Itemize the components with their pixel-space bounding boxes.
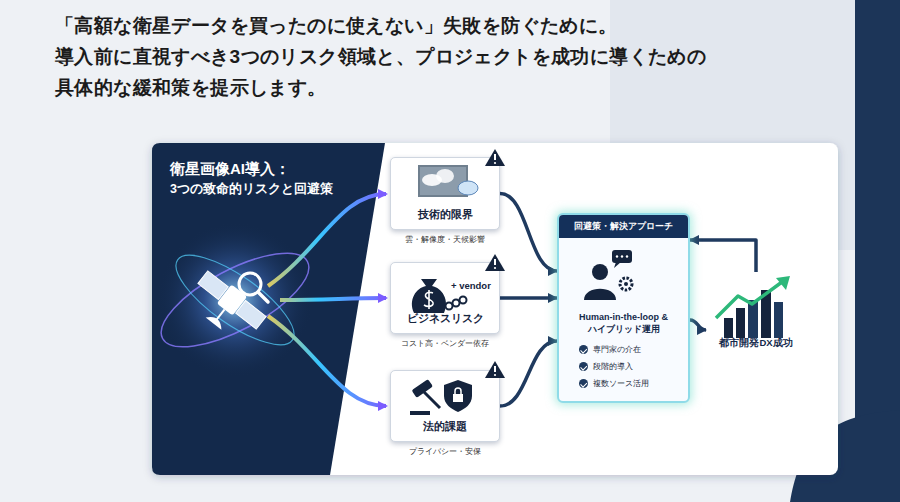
speech-tail	[614, 262, 621, 268]
shield	[444, 380, 472, 412]
gear-hub	[624, 282, 628, 286]
bar	[736, 308, 745, 338]
cloud-image-icon	[418, 165, 478, 197]
risk-box: + vendorビジネスリスクコスト高・ベンダー依存	[390, 262, 500, 334]
connector-arrow	[500, 341, 557, 406]
chain-link	[453, 300, 460, 307]
bar	[761, 290, 771, 338]
growth-chart-icon	[716, 276, 790, 338]
warning-mark	[494, 366, 496, 372]
gavel-base	[410, 411, 430, 415]
warning-icons	[485, 149, 505, 378]
gavel-shield-icon	[410, 379, 472, 415]
node-title: 法的課題	[391, 420, 499, 434]
gear	[620, 278, 632, 290]
checklist-item: 複数ソース活用	[593, 377, 688, 390]
person-body	[584, 289, 616, 300]
node-title: ビジネスリスク	[391, 312, 499, 326]
flow-curve	[268, 316, 386, 406]
money-bag-icon	[412, 279, 467, 313]
title-line: 衛星画像AI導入：	[170, 158, 333, 180]
goal-box: 都市開発DX成功	[706, 272, 806, 364]
node-title: 都市開発DX成功	[696, 337, 816, 350]
sol-box: 回避策・解決アプローチ Human-in-the-loop & ハイブリッド運用専…	[557, 213, 690, 403]
speech-dot	[616, 255, 618, 257]
warning-mark	[494, 162, 496, 164]
image-frame	[418, 165, 468, 197]
caption-line: 「高額な衛星データを買ったのに使えない」失敗を防ぐために。	[55, 10, 706, 41]
flow-curve	[268, 194, 386, 286]
lock-shackle	[455, 388, 461, 394]
speech-bubble	[612, 250, 632, 263]
warning-triangle	[485, 149, 505, 166]
cloud	[422, 174, 442, 186]
magnifier-handle	[258, 292, 268, 302]
connector-arrow	[690, 320, 706, 330]
node-caption: コスト高・ベンダー依存	[371, 339, 519, 349]
chain-link	[460, 297, 467, 304]
bar	[748, 300, 758, 338]
speech-dot	[626, 255, 628, 257]
connector-arrow	[500, 296, 557, 300]
risk-box: 法的課題プライバシー・安保	[390, 370, 500, 442]
warning-mark	[494, 374, 496, 376]
satellite-icon	[184, 268, 268, 347]
trend-line	[716, 282, 782, 318]
bag	[412, 279, 446, 313]
box-header: 回避策・解決アプローチ	[559, 215, 688, 238]
cloud	[436, 169, 454, 183]
expert-icon	[584, 250, 632, 300]
warning-triangle	[485, 254, 505, 271]
gavel-head	[412, 379, 434, 398]
gavel-handle	[424, 392, 440, 408]
dollar-sign	[424, 290, 433, 309]
warning-triangle	[485, 361, 505, 378]
box-title: Human-in-the-loop & ハイブリッド運用	[567, 312, 680, 335]
antenna	[216, 309, 225, 320]
connector-arrow	[690, 240, 756, 272]
title: 衛星画像AI導入： 3つの致命的リスクと回避策	[170, 158, 333, 198]
satellite-body	[217, 284, 248, 315]
person-head	[592, 264, 608, 280]
title-line: 3つの致命的リスクと回避策	[170, 180, 333, 198]
checklist-item: 段階的導入	[593, 360, 688, 373]
icon-label: + vendor	[451, 280, 491, 291]
node-caption: 雲・解像度・天候影響	[371, 235, 519, 245]
chain-link	[446, 303, 453, 310]
speech-dot	[621, 255, 623, 257]
checklist-item: 専門家の介在	[593, 343, 688, 356]
warning-mark	[494, 267, 496, 269]
connector-arrow	[500, 194, 557, 272]
node-title: 技術的限界	[391, 208, 499, 222]
dark-panel	[152, 143, 385, 475]
dish	[206, 313, 225, 330]
lock	[453, 394, 463, 402]
flow-curve	[280, 298, 386, 300]
cloud	[458, 181, 478, 195]
bar	[724, 318, 733, 338]
image-ground	[420, 167, 466, 195]
warning-mark	[494, 154, 496, 160]
trend-arrowhead	[776, 276, 790, 290]
card	[152, 143, 838, 475]
bar	[774, 302, 783, 338]
risk-box: 技術的限界雲・解像度・天候影響	[390, 157, 500, 230]
caption: 「高額な衛星データを買ったのに使えない」失敗を防ぐために。 導入前に直視すべき3…	[55, 10, 706, 103]
caption-line: 具体的な緩和策を提示します。	[55, 72, 706, 103]
node-caption: プライバシー・安保	[371, 447, 519, 457]
warning-mark	[494, 259, 496, 265]
caption-line: 導入前に直視すべき3つのリスク領域と、プロジェクトを成功に導くための	[55, 41, 706, 72]
